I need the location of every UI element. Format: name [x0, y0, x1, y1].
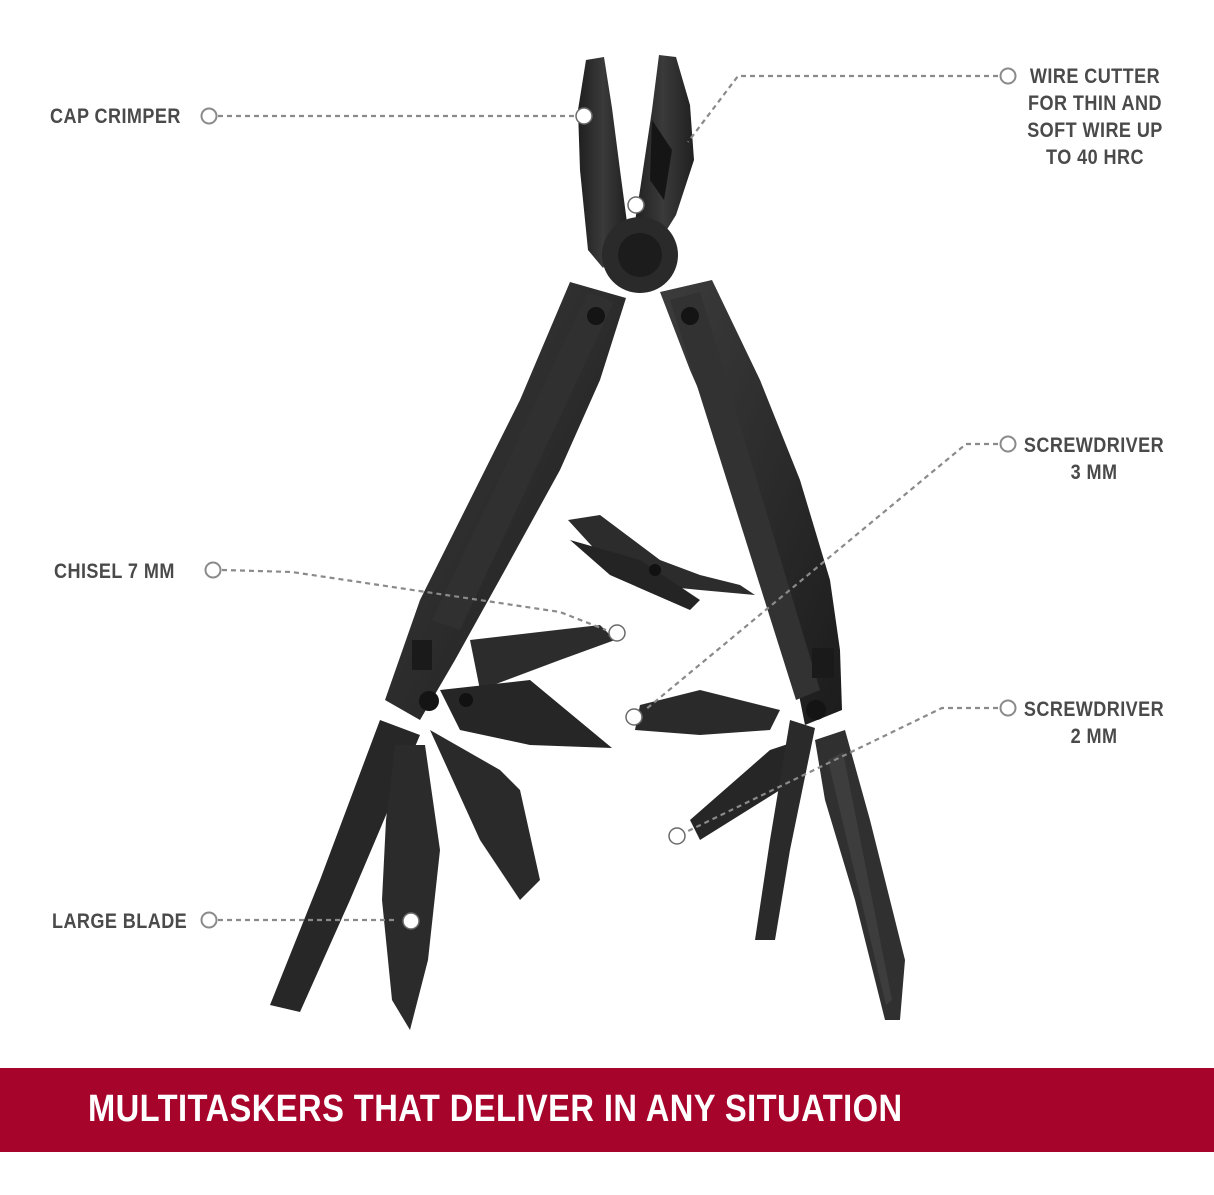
- marker-chisel: [204, 561, 222, 579]
- marker-screwdriver-3: [999, 435, 1017, 453]
- point-screwdriver-3: [625, 708, 643, 726]
- leader-screwdriver-2: [685, 706, 998, 833]
- label-screwdriver-2-line-2: 2 MM: [1070, 725, 1118, 748]
- saw-blade: [270, 720, 420, 1012]
- label-screwdriver-3-line-1: SCREWDRIVER: [1023, 434, 1165, 457]
- label-screwdriver-2: SCREWDRIVER 2 MM: [1018, 696, 1169, 750]
- multitool-illustration: [270, 55, 905, 1030]
- label-wire-cutter: WIRE CUTTER FOR THIN AND SOFT WIRE UP TO…: [1017, 63, 1174, 171]
- point-chisel: [608, 624, 626, 642]
- point-cap-crimper: [575, 107, 593, 125]
- pliers-jaws: [578, 55, 694, 293]
- label-wire-cutter-line-4: TO 40 HRC: [1046, 146, 1144, 169]
- right-handle: [660, 280, 842, 725]
- label-screwdriver-3-line-2: 3 MM: [1070, 461, 1118, 484]
- screwdriver-blade: [755, 720, 815, 940]
- label-screwdriver-3: SCREWDRIVER 3 MM: [1018, 432, 1169, 486]
- leader-wire-cutter: [687, 74, 998, 143]
- label-wire-cutter-line-2: FOR THIN AND: [1028, 92, 1162, 115]
- left-tools: [430, 625, 615, 900]
- point-large-blade: [402, 912, 420, 930]
- point-wire-cutter: [627, 196, 645, 214]
- marker-cap-crimper: [200, 107, 218, 125]
- left-handle: [385, 282, 626, 720]
- banner-text: MULTITASKERS THAT DELIVER IN ANY SITUATI…: [88, 1088, 903, 1130]
- marker-large-blade: [200, 911, 218, 929]
- large-blade: [382, 745, 440, 1030]
- marker-wire-cutter: [999, 67, 1017, 85]
- leader-lines: [218, 74, 998, 922]
- file-tool: [815, 730, 905, 1020]
- label-wire-cutter-line-1: WIRE CUTTER: [1029, 65, 1161, 88]
- leader-screwdriver-3: [644, 442, 998, 711]
- label-large-blade: LARGE BLADE: [52, 910, 188, 933]
- scissors: [568, 515, 755, 610]
- tool-point-markers: [402, 107, 686, 930]
- bottom-banner: MULTITASKERS THAT DELIVER IN ANY SITUATI…: [0, 1068, 1214, 1152]
- label-chisel: CHISEL 7 MM: [54, 560, 175, 583]
- marker-screwdriver-2: [999, 699, 1017, 717]
- label-markers: [200, 67, 1017, 929]
- point-screwdriver-2: [668, 827, 686, 845]
- label-wire-cutter-line-3: SOFT WIRE UP: [1027, 119, 1163, 142]
- right-tools: [635, 690, 800, 840]
- label-cap-crimper: CAP CRIMPER: [50, 105, 181, 128]
- label-screwdriver-2-line-1: SCREWDRIVER: [1023, 698, 1165, 721]
